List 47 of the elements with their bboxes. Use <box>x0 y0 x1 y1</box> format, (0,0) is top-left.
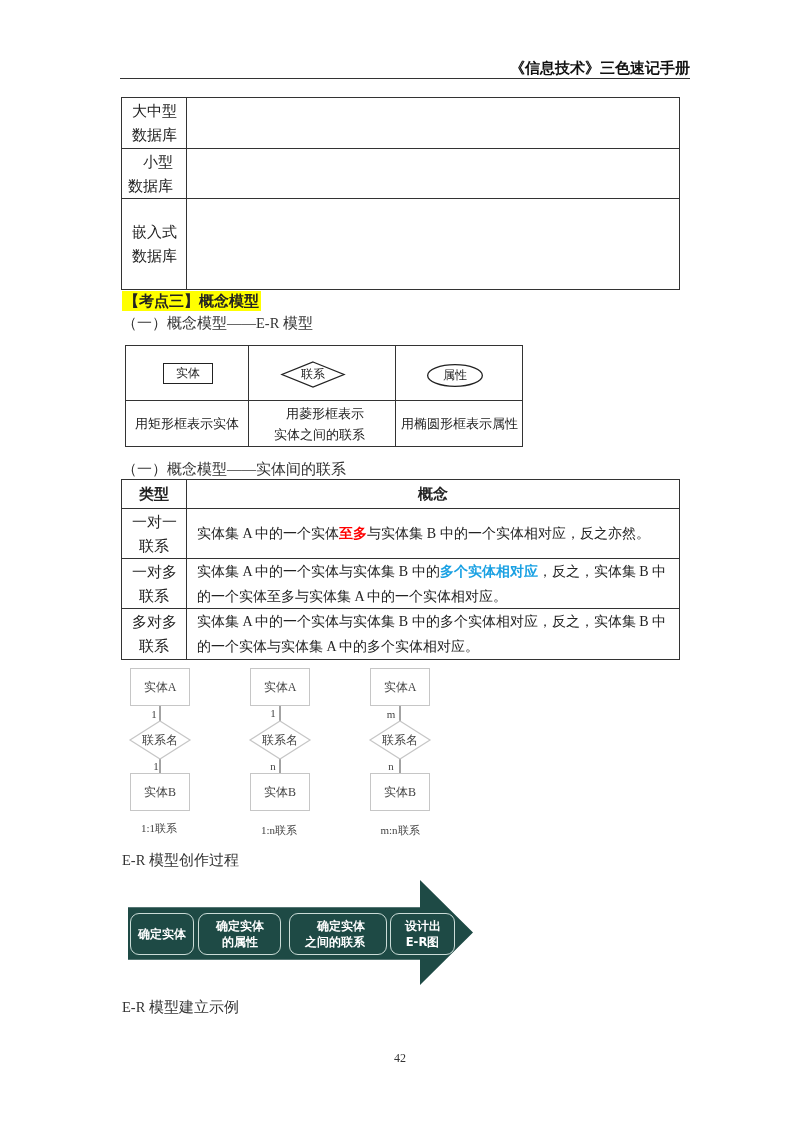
row-header: 嵌入式数据库 <box>121 198 187 290</box>
entity-box: 实体B <box>370 773 430 811</box>
connector-line <box>159 705 161 722</box>
section-heading: 【考点三】概念模型 <box>122 291 261 311</box>
step-box: 确定实体的属性 <box>198 913 281 955</box>
subheading: （一）概念模型——E-R 模型 <box>122 314 313 333</box>
diagram-caption: m:n联系 <box>379 823 421 838</box>
edge-label: 1 <box>152 759 160 774</box>
edge-label: 1 <box>150 707 158 722</box>
attribute-ellipse: 属性 <box>427 364 483 387</box>
entity-box: 实体A <box>250 668 310 706</box>
running-header: 《信息技术》三色速记手册 <box>509 58 690 79</box>
connector-line <box>159 758 161 774</box>
relationship-diamond: 联系名 <box>370 721 430 759</box>
row-header: 多对多联系 <box>121 608 187 660</box>
step-box: 确定实体之间的联系 <box>289 913 387 955</box>
relationship-diamond: 联系名 <box>130 721 190 759</box>
table-cell: 实体集 A 中的一个实体与实体集 B 中的多个实体相对应，反之，实体集 B 中的一个实体与实体集 A 中的多个实体相对应。 <box>186 608 680 660</box>
relationship-diamond: 联系名 <box>250 721 310 759</box>
page-number: 42 <box>393 1050 407 1066</box>
table-cell: 用矩形框表示实体 <box>125 400 249 447</box>
row-header: 大中型数据库 <box>121 97 187 149</box>
step-box: 设计出E-R图 <box>390 913 455 955</box>
edge-label: 1 <box>269 706 277 721</box>
entity-box: 实体A <box>130 668 190 706</box>
table-cell: 用椭圆形框表示属性 <box>395 400 523 447</box>
process-arrow <box>128 880 473 985</box>
connector-line <box>279 705 281 722</box>
entity-box: 实体B <box>130 773 190 811</box>
entity-box: 实体B <box>250 773 310 811</box>
edge-label: n <box>269 759 277 774</box>
column-header: 概念 <box>186 479 680 509</box>
diagram-caption: 1:n联系 <box>259 823 299 838</box>
connector-line <box>399 758 401 774</box>
relationship-diamond: 联系 <box>282 362 344 387</box>
diagram-caption: 1:1联系 <box>139 821 179 836</box>
entity-box: 实体A <box>370 668 430 706</box>
step-box: 确定实体 <box>130 913 194 955</box>
subheading: E-R 模型建立示例 <box>122 998 239 1017</box>
subheading: （一）概念模型——实体间的联系 <box>122 460 346 479</box>
edge-label: m <box>385 707 397 722</box>
connector-line <box>279 758 281 774</box>
connector-line <box>399 705 401 722</box>
edge-label: n <box>387 759 395 774</box>
column-header: 类型 <box>121 479 187 509</box>
entity-box: 实体 <box>163 363 213 384</box>
subheading: E-R 模型创作过程 <box>122 851 239 870</box>
